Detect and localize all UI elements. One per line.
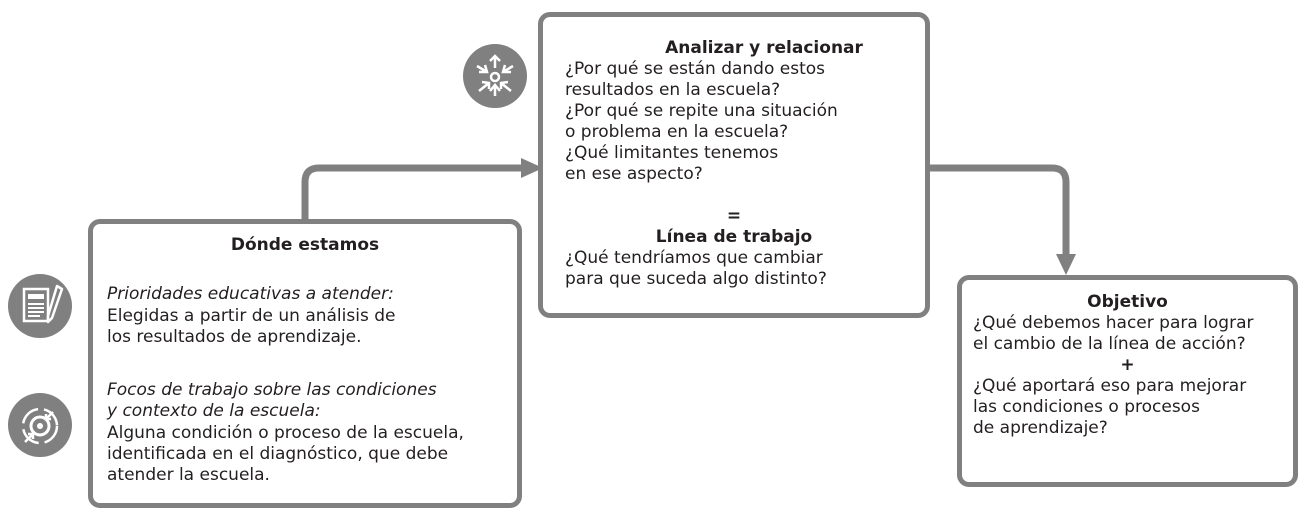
analyze-relate-box: Analizar y relacionar ¿Por qué se están … <box>538 12 930 318</box>
plus-symbol: + <box>1120 355 1135 375</box>
analyze-title: Analizar y relacionar <box>665 38 863 58</box>
objective-questions: ¿Qué debemos hacer para lograr el cambio… <box>973 313 1254 354</box>
equals-symbol: = <box>726 206 742 226</box>
work-line-questions: ¿Qué tendríamos que cambiar para que suc… <box>565 248 827 289</box>
objective-contribution: ¿Qué aportará eso para mejorar las condi… <box>973 376 1247 438</box>
current-state-box: Dónde estamos Prioridades educativas a a… <box>88 219 522 508</box>
objective-box: Objetivo ¿Qué debemos hacer para lograr … <box>957 275 1298 487</box>
work-line-title: Línea de trabajo <box>655 227 813 247</box>
connector-left-to-middle <box>301 164 523 220</box>
arrowhead-right <box>1056 254 1076 275</box>
objective-title: Objetivo <box>1087 292 1168 312</box>
converging-arrows-icon <box>463 44 527 108</box>
priorities-text: Elegidas a partir de un análisis de los … <box>107 306 396 347</box>
focus-heading: Focos de trabajo sobre las condiciones y… <box>107 380 437 421</box>
current-state-title: Dónde estamos <box>230 235 380 255</box>
arrowhead-middle <box>521 158 543 178</box>
connector-middle-to-right <box>930 164 1070 256</box>
analyze-questions: ¿Por qué se están dando estos resultados… <box>565 59 838 184</box>
priorities-heading: Prioridades educativas a atender: <box>107 284 394 304</box>
focus-text: Alguna condición o proceso de la escuela… <box>107 423 464 485</box>
document-pencil-icon <box>8 274 72 338</box>
target-arrows-icon <box>8 393 72 457</box>
